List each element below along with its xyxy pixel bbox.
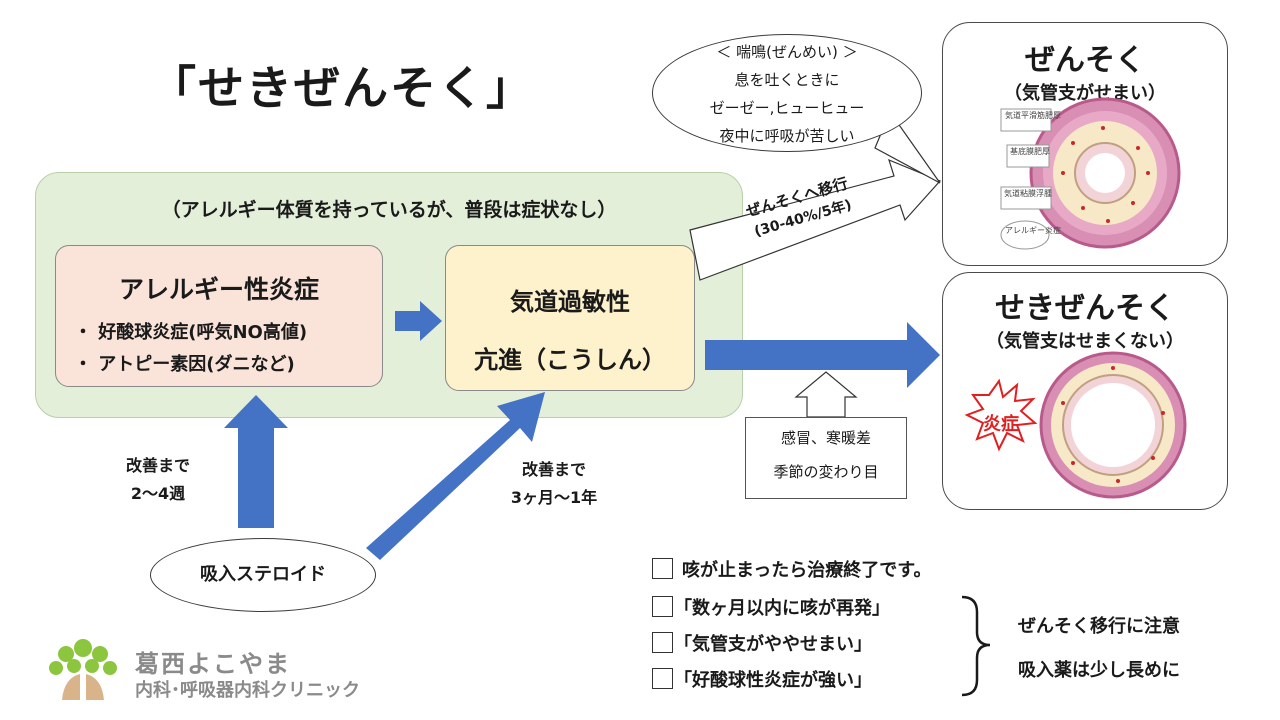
improve-left-line1: 改善まで — [125, 456, 190, 475]
asthma-card: ぜんそく （気管支がせまい） 気道平滑筋肥厚 基底膜肥厚 気道粘膜浮腫 アレルギ… — [942, 22, 1228, 266]
triggers-text: 感冒、寒暖差 季節の変わり目 — [745, 421, 907, 489]
checklist-item-text: 「気管支がややせまい」 — [674, 634, 872, 655]
annotation-allergic-inflammation: アレルギー炎症 — [1005, 225, 1061, 235]
inflammation-label: 炎症 — [983, 414, 1019, 435]
annotation-basement-membrane: 基底膜肥厚 — [1010, 146, 1050, 156]
wheeze-line4: 夜中に呼吸が苦しい — [719, 127, 855, 145]
eosinophil-item: ・ 好酸球炎症(呼気NO高値) — [74, 322, 308, 343]
checkbox[interactable] — [652, 596, 673, 617]
wheeze-line2: 息を吐くときに — [734, 71, 840, 89]
clinic-logo-tree-icon — [49, 639, 117, 700]
inflammation-burst — [964, 378, 1038, 452]
trigger-line2: 季節の変わり目 — [773, 463, 879, 481]
improve-right-label: 改善まで 3ヶ月～1年 — [486, 456, 622, 512]
improve-right-line1: 改善まで — [521, 460, 586, 479]
page-title: 「せきぜんそく」 — [150, 61, 534, 115]
speech-bubble-text: ＜ 喘鳴(ぜんめい) ＞ 息を吐くときに ゼーゼー,ヒューヒュー 夜中に呼吸が苦… — [652, 38, 922, 150]
wheeze-heading: ＜ 喘鳴(ぜんめい) ＞ — [716, 43, 858, 61]
narrowed-airway-illustration: 気道平滑筋肥厚 基底膜肥厚 気道粘膜浮腫 アレルギー炎症 — [1000, 97, 1181, 250]
improve-right-line2: 3ヶ月～1年 — [510, 488, 598, 507]
annotation-smooth-muscle: 気道平滑筋肥厚 — [1005, 110, 1061, 120]
inhaled-steroid-ellipse — [150, 538, 376, 612]
allergic-inflammation-box: アレルギー性炎症 ・ 好酸球炎症(呼気NO高値) ・ アトピー素因(ダニなど) — [55, 245, 383, 387]
arrow-to-cough-asthma — [705, 322, 940, 388]
arrow-transition-to-asthma — [689, 158, 942, 281]
arrow-allergy-to-hyper — [395, 301, 442, 341]
clinic-subtitle: 内科･呼吸器内科クリニック — [135, 680, 360, 701]
inhaled-steroid-label: 吸入ステロイド — [200, 564, 326, 585]
arrow-trigger-up — [794, 371, 858, 418]
improve-left-label: 改善まで 2～4週 — [100, 452, 216, 508]
cough-asthma-title: せきぜんそく — [995, 291, 1175, 326]
asthma-title: ぜんそく — [1025, 43, 1145, 78]
allergic-inflammation-heading: アレルギー性炎症 — [118, 275, 319, 304]
checkbox[interactable] — [652, 558, 673, 579]
wheeze-line3: ゼーゼー,ヒューヒュー — [709, 99, 865, 117]
panel-caption: （アレルギー体質を持っているが、普段は症状なし） — [161, 199, 617, 221]
hyper-line2: 亢進（こうしん） — [474, 346, 666, 374]
airway-hyperresponsiveness-box: 気道過敏性 亢進（こうしん） — [445, 245, 695, 391]
checkbox[interactable] — [652, 632, 673, 653]
note-transition-caution: ぜんそく移行に注意 — [1018, 616, 1180, 637]
speech-bubble — [652, 34, 922, 152]
cough-asthma-card: せきぜんそく （気管支はせまくない） 炎症 — [942, 272, 1228, 510]
asthma-subtitle: （気管支がせまい） — [1004, 83, 1166, 104]
checklist-item-text: 咳が止まったら治療終了です。 — [682, 560, 932, 581]
airway-illustration — [964, 351, 1187, 499]
hyper-line1: 気道過敏性 — [510, 288, 630, 316]
clinic-name: 葛西よこやま — [135, 650, 291, 678]
arrow-steroid-to-allergy — [224, 395, 288, 528]
note-longer-inhaler: 吸入薬は少し長めに — [1018, 660, 1180, 681]
improve-left-line2: 2～4週 — [130, 484, 186, 503]
arrow-steroid-to-hyper — [366, 392, 545, 560]
checklist-bracket — [961, 595, 991, 697]
checklist-item-text: 「好酸球性炎症が強い」 — [674, 670, 872, 691]
triggers-box — [745, 417, 907, 499]
annotation-mucosal-edema: 気道粘膜浮腫 — [1004, 188, 1052, 198]
atopy-item: ・ アトピー素因(ダニなど) — [74, 354, 295, 375]
cough-asthma-subtitle: （気管支はせまくない） — [986, 331, 1184, 352]
checkbox[interactable] — [652, 668, 673, 689]
checklist-item-text: 「数ヶ月以内に咳が再発」 — [674, 598, 890, 619]
trigger-line1: 感冒、寒暖差 — [780, 429, 871, 447]
